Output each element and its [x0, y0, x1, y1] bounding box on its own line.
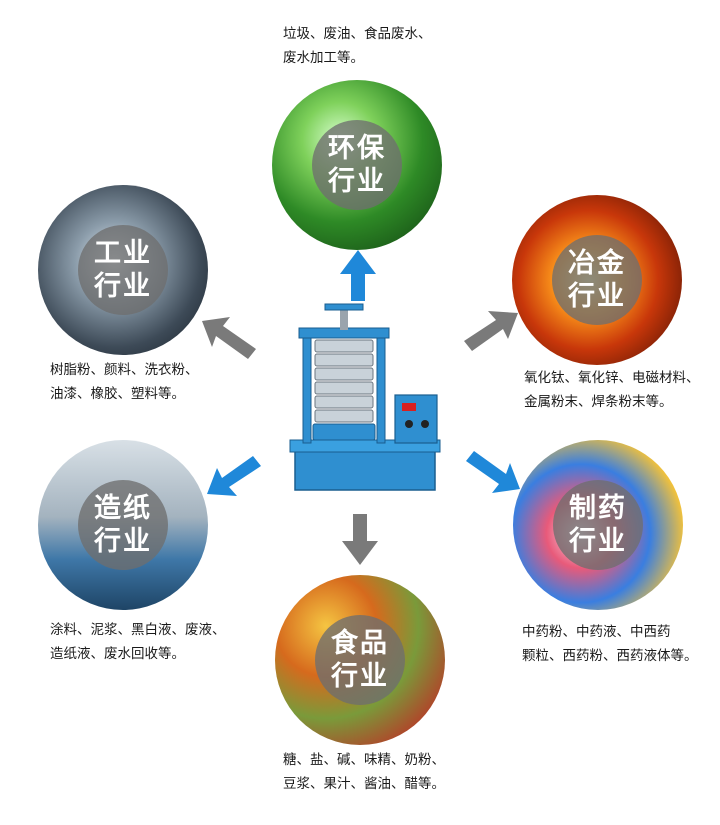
paper-industry-circle: 造纸 行业 — [38, 440, 208, 610]
pharma-label-badge: 制药 行业 — [553, 480, 643, 570]
food-description: 糖、盐、碱、味精、奶粉、 豆浆、果汁、酱油、醋等。 — [283, 752, 445, 792]
arrow-lower-right-icon — [466, 451, 520, 493]
environment-industry-circle: 环保 行业 — [272, 80, 442, 250]
metallurgy-description: 氧化钛、氧化锌、电磁材料、 金属粉末、焊条粉末等。 — [524, 370, 700, 410]
metallurgy-label-badge: 冶金 行业 — [552, 235, 642, 325]
industrial-description: 树脂粉、颜料、洗衣粉、 油漆、橡胶、塑料等。 — [50, 362, 199, 402]
arrow-down-icon — [342, 514, 378, 565]
metallurgy-industry-circle: 冶金 行业 — [512, 195, 682, 365]
industrial-label-badge: 工业 行业 — [78, 225, 168, 315]
food-industry-circle: 食品 行业 — [275, 575, 445, 745]
machine-base — [294, 449, 436, 491]
sieve-stack — [312, 339, 376, 441]
control-box — [394, 394, 438, 444]
pharma-description: 中药粉、中药液、中西药 颗粒、西药粉、西药液体等。 — [522, 624, 698, 664]
sieve-machine-illustration — [289, 303, 441, 491]
arrow-upper-left-icon — [202, 317, 256, 359]
pharma-industry-circle: 制药 行业 — [513, 440, 683, 610]
environment-label-badge: 环保 行业 — [312, 120, 402, 210]
arrow-lower-left-icon — [207, 456, 261, 496]
arrow-upper-right-icon — [464, 311, 518, 351]
paper-description: 涂料、泥浆、黑白液、废液、 造纸液、废水回收等。 — [50, 622, 226, 662]
paper-label-badge: 造纸 行业 — [78, 480, 168, 570]
industrial-industry-circle: 工业 行业 — [38, 185, 208, 355]
arrow-up-icon — [340, 250, 376, 301]
food-label-badge: 食品 行业 — [315, 615, 405, 705]
environment-description: 垃圾、废油、食品废水、 废水加工等。 — [283, 26, 432, 66]
